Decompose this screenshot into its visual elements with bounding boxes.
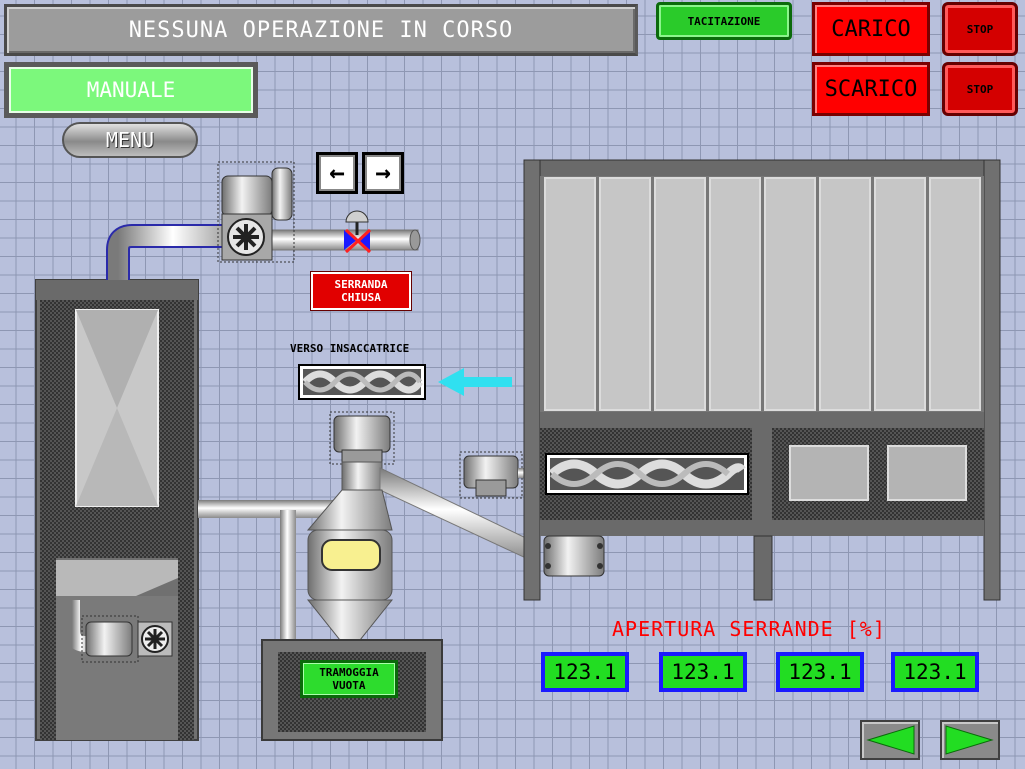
hopper-status-line2: VUOTA: [332, 679, 366, 692]
bagging-screw-conveyor: [298, 364, 426, 400]
valve-right-arrow-button[interactable]: →: [362, 152, 404, 194]
flow-direction-arrow: [438, 368, 512, 396]
damper-opening-title: APERTURA SERRANDE [%]: [612, 617, 886, 641]
damper-value-3-text: 123.1: [780, 656, 860, 688]
scarico-stop-button[interactable]: STOP: [942, 62, 1018, 116]
damper-value-4-text: 123.1: [895, 656, 975, 688]
screw-drive-motor: [459, 451, 548, 499]
damper-value-2[interactable]: 123.1: [659, 652, 747, 692]
previous-page-button[interactable]: [860, 720, 920, 760]
mode-label: MANUALE: [9, 67, 253, 113]
silo-discharge-motor: [81, 615, 173, 663]
feeder-motor: [329, 411, 395, 465]
damper-value-1[interactable]: 123.1: [541, 652, 629, 692]
silo-screw-conveyor: [545, 453, 749, 495]
next-page-button[interactable]: [940, 720, 1000, 760]
valve-closed-symbol: [344, 210, 421, 254]
damper-value-4[interactable]: 123.1: [891, 652, 979, 692]
blower-motor: [217, 161, 295, 263]
carico-button[interactable]: CARICO: [812, 2, 930, 56]
valve-left-arrow-button[interactable]: ←: [316, 152, 358, 194]
carico-stop-button[interactable]: STOP: [942, 2, 1018, 56]
operation-status-banner: NESSUNA OPERAZIONE IN CORSO: [4, 4, 638, 56]
hopper-status-badge[interactable]: TRAMOGGIA VUOTA: [300, 660, 398, 698]
next-arrow-icon: [945, 725, 994, 755]
mode-indicator: MANUALE: [4, 62, 258, 118]
damper-value-2-text: 123.1: [663, 656, 743, 688]
valve-status-line1: SERRANDA: [334, 278, 388, 291]
storage-silo: [523, 159, 1001, 601]
previous-arrow-icon: [866, 725, 915, 755]
conveyor-label: VERSO INSACCATRICE: [290, 342, 410, 355]
tacitazione-button[interactable]: TACITAZIONE: [656, 2, 792, 40]
menu-button[interactable]: MENU: [62, 122, 198, 158]
hopper-status-line1: TRAMOGGIA: [319, 666, 379, 679]
cyclone-separator: [306, 489, 394, 641]
damper-value-1-text: 123.1: [545, 656, 625, 688]
left-silo: [35, 279, 199, 741]
scarico-button[interactable]: SCARICO: [812, 62, 930, 116]
silo-outlet-motor: [543, 535, 605, 577]
damper-value-3[interactable]: 123.1: [776, 652, 864, 692]
valve-status-line2: CHIUSA: [341, 291, 381, 304]
valve-status-badge[interactable]: SERRANDA CHIUSA: [310, 271, 412, 311]
